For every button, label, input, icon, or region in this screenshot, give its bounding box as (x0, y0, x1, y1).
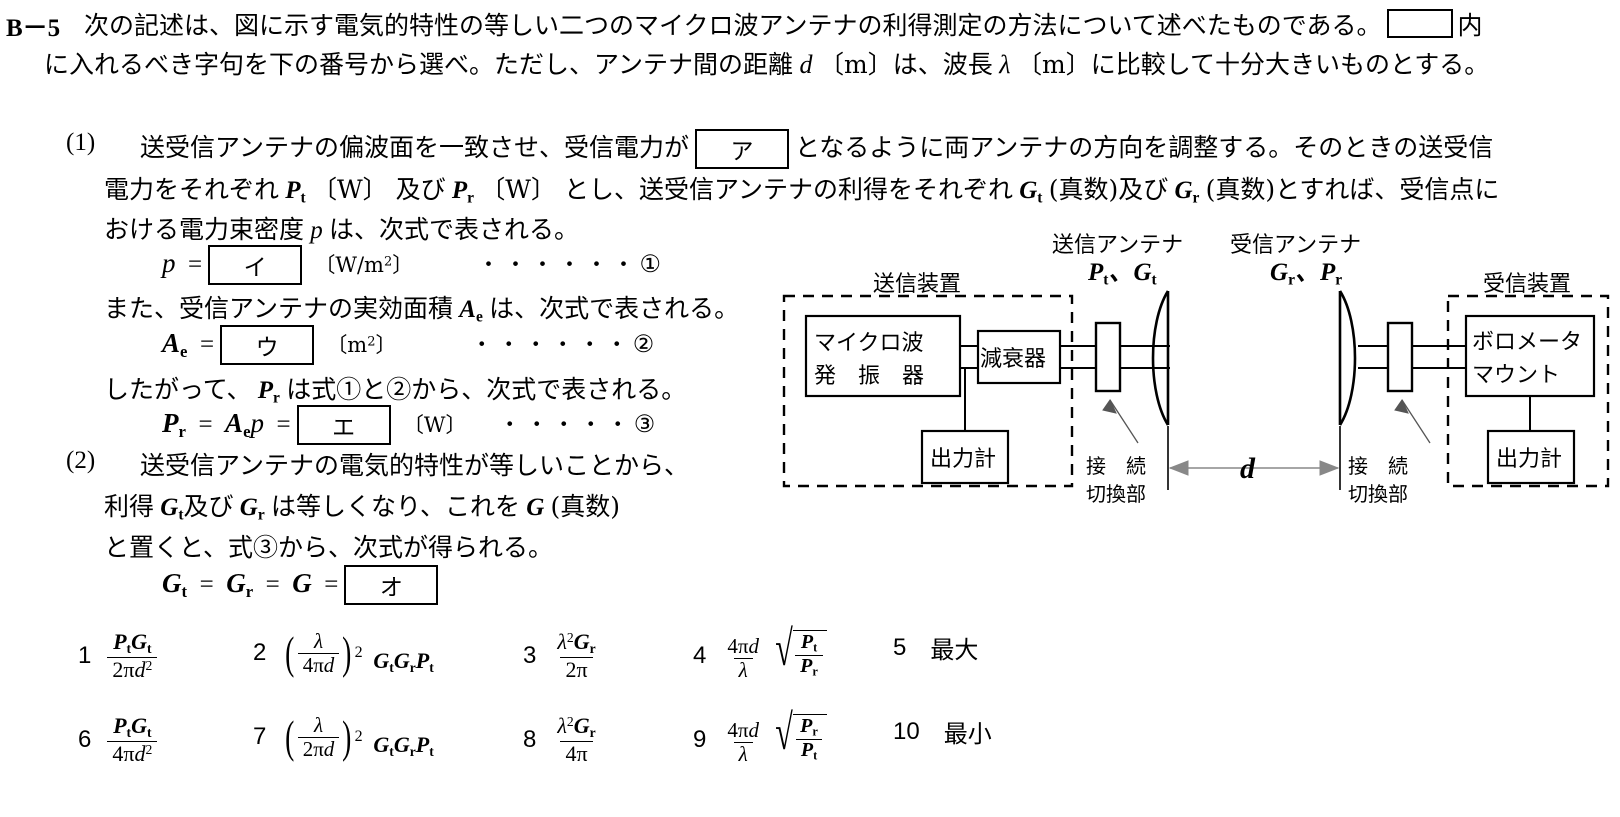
choice-7-expression: ( λ 2πd )2 GtGrPt (285, 710, 434, 762)
choice-3-expression: λ2Gr 2π (557, 629, 596, 682)
rx-power-meter-label: 出力計 (1496, 447, 1563, 472)
choice-9-expression: 4πd λ √ Pr Pt (722, 707, 827, 765)
choice-4[interactable]: 4 4πd λ √ Pt Pr (693, 623, 893, 681)
choice-5[interactable]: 5 最大 (893, 630, 978, 665)
rx-connector-label-line-1: 接 続 (1348, 454, 1408, 478)
item-1-number: (1) (66, 129, 96, 156)
choice-3-number: 3 (523, 641, 537, 669)
choice-9[interactable]: 9 4πd λ √ Pr Pt (693, 707, 893, 765)
item-1-line-3: おける電力束密度 p は、次式で表される。 (104, 215, 580, 244)
blank-i: イ (208, 245, 303, 285)
attenuator-label: 減衰器 (980, 347, 1047, 372)
rx-antenna-title: 受信アンテナ (1230, 233, 1362, 258)
item-2-line-2: 利得 Gt及び Gr は等しくなり、これを G (真数) (104, 492, 621, 524)
eq3-number: ③ (633, 412, 656, 438)
rx-device-enclosure (1446, 294, 1610, 488)
blank-a: ア (695, 129, 790, 169)
question-number: B－5 (6, 15, 61, 42)
eq1-number: ① (639, 252, 661, 278)
bolometer-label-line-1: ボロメータ (1472, 330, 1583, 355)
distance-label: d (1240, 452, 1255, 485)
rx-power-meter-box (1486, 429, 1576, 485)
oscillator-label-line-2: 発 振 器 (814, 364, 925, 389)
blank-box-header (1386, 9, 1453, 38)
choice-row-1: 1 PtGt 2πd2 2 ( λ 4πd (78, 623, 1088, 714)
tx-connector-box (1094, 321, 1122, 393)
intro-text-1: 次の記述は、図に示す電気的特性の等しい二つのマイクロ波アンテナの利得測定の方法に… (84, 11, 1382, 40)
bolometer-mount-box (1464, 314, 1596, 398)
choice-4-number: 4 (693, 641, 707, 669)
item-1-text-a: 送受信アンテナの偏波面を一致させ、受信電力が (140, 133, 690, 162)
choice-10-number: 10 (893, 717, 920, 745)
choice-8-number: 8 (523, 725, 537, 753)
equation-3: Pr = Aep =エ 〔W〕 ・・・・・③ (162, 405, 655, 445)
choice-10-expression: 最小 (943, 720, 992, 748)
rx-connector-label-line-2: 切換部 (1348, 482, 1408, 506)
item-1-line-1: 送受信アンテナの偏波面を一致させ、受信電力がアとなるように両アンテナの方向を調整… (140, 128, 1493, 169)
choice-3[interactable]: 3 λ2Gr 2π (523, 630, 693, 682)
choice-8[interactable]: 8 λ2Gr 4π (523, 714, 693, 766)
choice-1[interactable]: 1 PtGt 2πd2 (78, 630, 253, 682)
item-1-line-5: したがって、 Pr は式①と②から、次式で表される。 (104, 375, 687, 407)
rx-connector-box (1386, 321, 1414, 393)
choice-6-number: 6 (78, 725, 92, 753)
rx-device-title: 受信装置 (1483, 272, 1572, 297)
choice-1-expression: PtGt 2πd2 (107, 630, 158, 682)
oscillator-label-line-1: マイクロ波 (814, 331, 924, 356)
choice-row-2: 6 PtGt 4πd2 7 ( λ 2πd (78, 707, 1088, 798)
tx-antenna-params: Pt、Gt (1088, 259, 1157, 289)
question-intro-line-2b: に入れるべき字句を下の番号から選べ。ただし、アンテナ間の距離 d 〔m〕は、波長… (44, 50, 1490, 79)
choice-2-number: 2 (253, 639, 267, 667)
eq2-number: ② (632, 332, 655, 358)
choice-1-number: 1 (78, 641, 92, 669)
blank-e: エ (296, 405, 391, 445)
tx-power-meter-label: 出力計 (930, 447, 997, 472)
blank-o: オ (344, 565, 439, 605)
equation-4: Gt = Gr = G =オ (162, 565, 444, 605)
choice-7[interactable]: 7 ( λ 2πd )2 GtGrPt (253, 710, 523, 762)
tx-antenna-title: 送信アンテナ (1052, 233, 1184, 258)
eq3-dots: ・・・・・ (498, 412, 634, 437)
choice-8-expression: λ2Gr 4π (557, 713, 596, 766)
bolometer-label-line-2: マウント (1472, 363, 1561, 388)
tx-device-enclosure (782, 294, 1074, 488)
choice-2[interactable]: 2 ( λ 4πd )2 GtGrPt (253, 626, 523, 678)
item-2-number: (2) (66, 447, 96, 474)
rx-antenna-params: Gr、Pr (1270, 259, 1343, 289)
attenuator-box (976, 329, 1062, 385)
oscillator-box (804, 314, 962, 398)
choice-4-expression: 4πd λ √ Pt Pr (722, 623, 827, 681)
equation-2: Ae =ウ 〔m2〕 ・・・・・・② (162, 325, 654, 365)
tx-connector-label-line-1: 接 続 (1086, 454, 1146, 478)
item-2-line-1: 送受信アンテナの電気的特性が等しいことから、 (140, 451, 690, 480)
eq2-dots: ・・・・・・ (470, 332, 633, 357)
intro-text-1-tail: 内 (1457, 11, 1483, 40)
eq1-dots: ・・・・・・ (477, 252, 640, 277)
item-1-text-b: となるように両アンテナの方向を調整する。そのときの送受信 (795, 133, 1494, 162)
tx-device-title: 送信装置 (873, 272, 962, 297)
choice-5-number: 5 (893, 633, 907, 661)
choice-5-expression: 最大 (930, 636, 979, 664)
choice-9-number: 9 (693, 725, 707, 753)
measurement-setup-diagram: 送信装置 受信装置 送信アンテナ 受信アンテナ Pt、Gt Gr、Pr マイクロ… (770, 228, 1620, 518)
choice-6[interactable]: 6 PtGt 4πd2 (78, 714, 253, 766)
choice-7-number: 7 (253, 723, 267, 751)
question-intro-line-1: 次の記述は、図に示す電気的特性の等しい二つのマイクロ波アンテナの利得測定の方法に… (84, 9, 1483, 38)
choice-6-expression: PtGt 4πd2 (107, 714, 158, 766)
item-2-line-3: と置くと、式③から、次式が得られる。 (104, 533, 554, 562)
item-1-line-2: 電力をそれぞれ Pt 〔W〕 及び Pr 〔W〕 とし、送受信アンテナの利得をそ… (104, 175, 1500, 207)
item-1-line-4: また、受信アンテナの実効面積 Ae は、次式で表される。 (104, 294, 740, 326)
choice-2-expression: ( λ 4πd )2 GtGrPt (285, 626, 434, 678)
choice-10[interactable]: 10 最小 (893, 714, 992, 749)
tx-connector-label-line-2: 切換部 (1086, 482, 1146, 506)
answer-choices: 1 PtGt 2πd2 2 ( λ 4πd (78, 623, 1088, 798)
diagram-svg (782, 290, 1610, 490)
equation-1: p =イ 〔W/m2〕 ・・・・・・① (162, 245, 661, 285)
blank-u: ウ (220, 325, 315, 365)
